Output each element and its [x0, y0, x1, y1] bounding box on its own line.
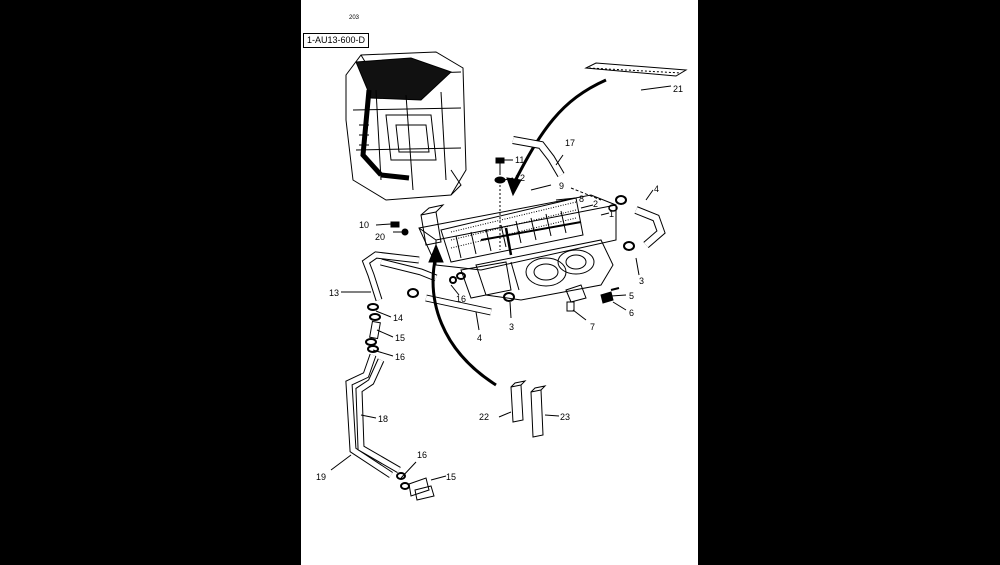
callout-17: 17 [565, 138, 575, 148]
callout-10: 10 [359, 220, 369, 230]
exploded-parts-diagram: 21 17 11 12 9 8 2 1 4 3 5 6 7 3 4 16 10 … [316, 51, 688, 501]
cab-illustration [345, 51, 467, 201]
callout-3-right: 3 [639, 276, 644, 286]
callout-20: 20 [375, 232, 385, 242]
callout-15-upper: 15 [395, 333, 405, 343]
callout-4-right: 4 [654, 184, 659, 194]
callout-21: 21 [673, 84, 683, 94]
callout-1: 1 [609, 209, 614, 219]
callout-2: 2 [593, 199, 598, 209]
screw [495, 157, 505, 164]
callout-15-lower: 15 [446, 472, 456, 482]
callout-3-lower: 3 [509, 322, 514, 332]
filter-element [530, 389, 544, 438]
blower-housing [460, 239, 614, 301]
callout-4-lower: 4 [477, 333, 482, 343]
callout-6: 6 [629, 308, 634, 318]
callout-9: 9 [559, 181, 564, 191]
callout-7: 7 [590, 322, 595, 332]
callout-22: 22 [479, 412, 489, 422]
hose-clamp [615, 195, 627, 205]
hose-clamp [623, 241, 635, 251]
callout-5: 5 [629, 291, 634, 301]
gasket-strip [584, 62, 688, 77]
callout-11: 11 [515, 155, 524, 165]
callout-19: 19 [316, 472, 326, 482]
callout-16-middle: 16 [395, 352, 405, 362]
washer [494, 176, 506, 184]
page-code: 203 [349, 15, 360, 21]
reference-code: 1-AU13-600-D [303, 33, 370, 48]
filter-element [510, 384, 524, 423]
callout-16-upper: 16 [456, 294, 466, 304]
callout-16-lower: 16 [417, 450, 427, 460]
callout-12: 12 [515, 173, 525, 183]
callout-13: 13 [329, 288, 339, 298]
callout-14: 14 [393, 313, 403, 323]
heater-unit [418, 194, 617, 271]
diagram-sheet: 203 1-AU13-600-D [301, 0, 698, 565]
callout-18: 18 [378, 414, 388, 424]
callout-8: 8 [579, 194, 584, 204]
callout-23: 23 [560, 412, 570, 422]
